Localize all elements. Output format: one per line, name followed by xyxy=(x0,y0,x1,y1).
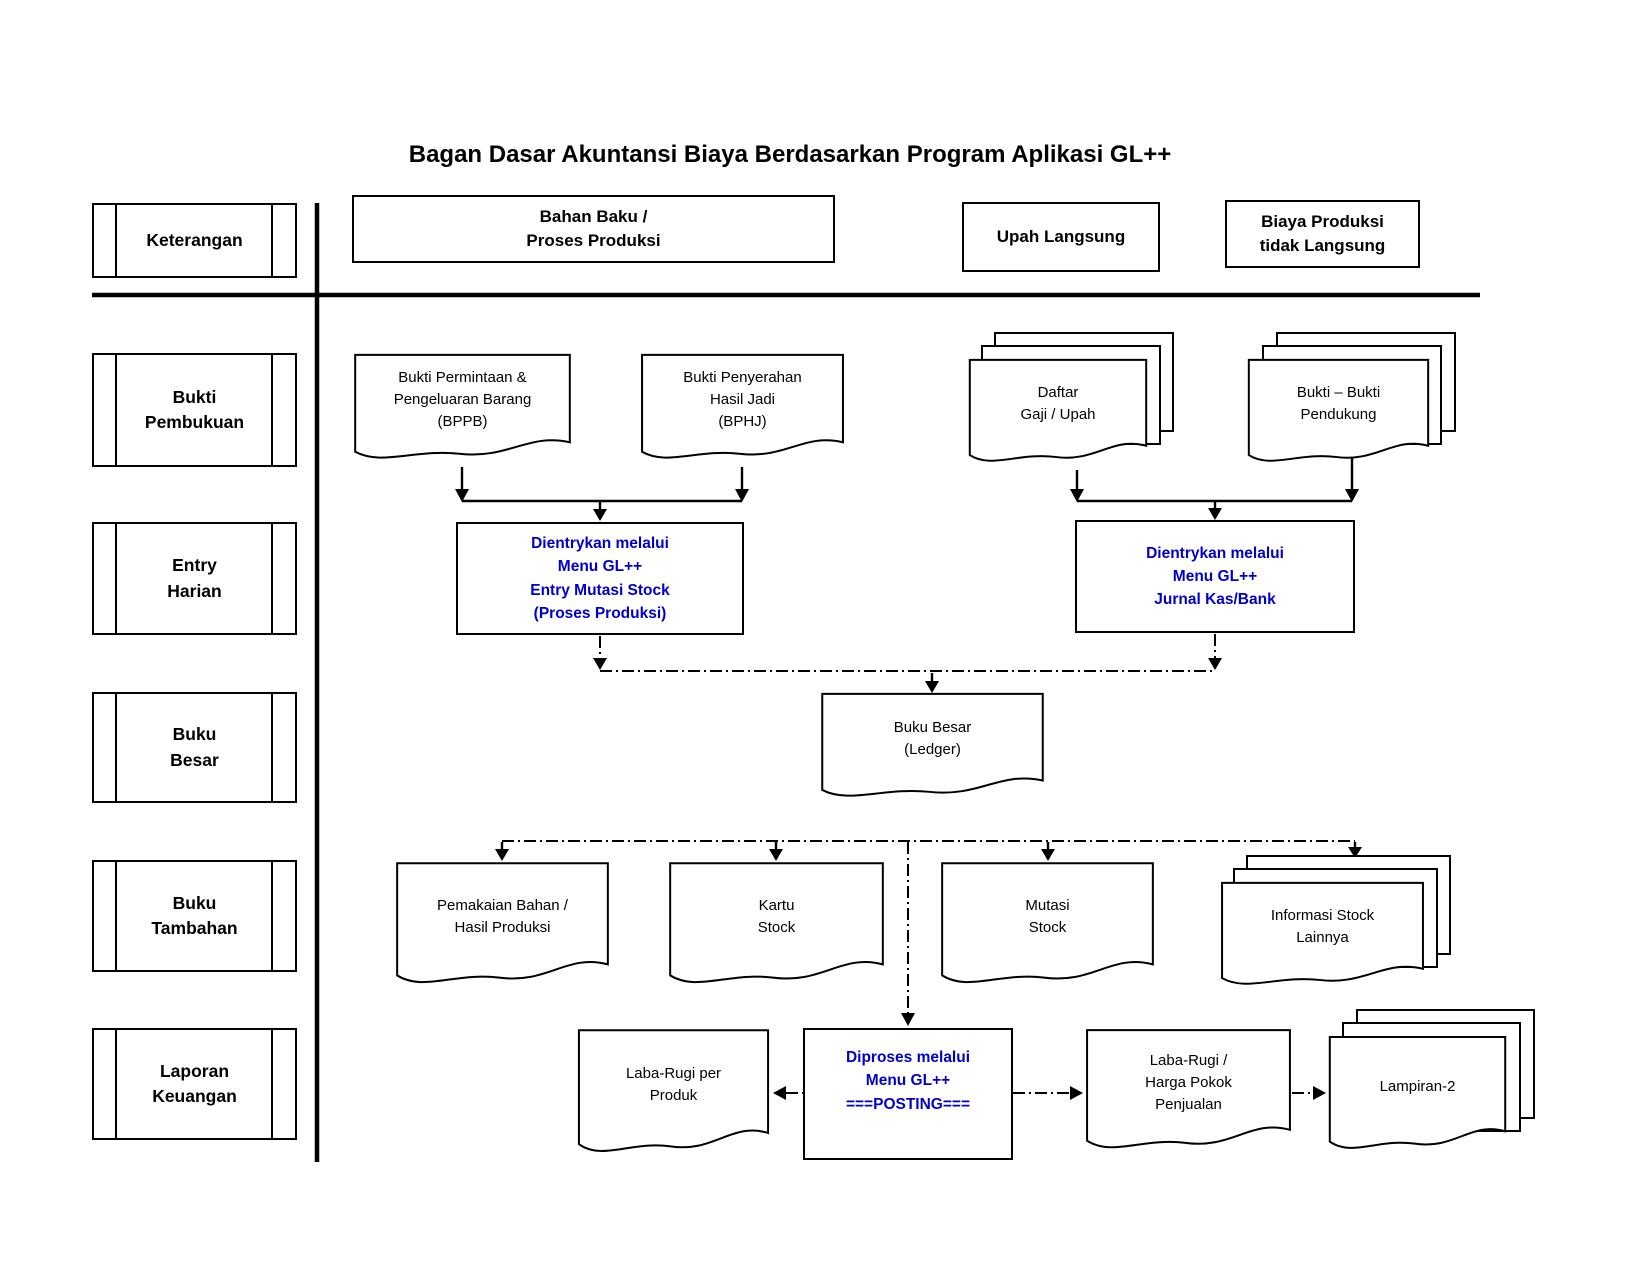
document-laba-rugi-hpp: Laba-Rugi / Harga Pokok Penjualan xyxy=(1085,1028,1292,1158)
sidebar-label: Entry Harian xyxy=(167,555,222,601)
sidebar-laporan-keuangan: Laporan Keuangan xyxy=(92,1028,297,1140)
document-shape xyxy=(1247,358,1430,470)
stack-bukti-pendukung: Bukti – Bukti Pendukung xyxy=(1247,332,1456,470)
document-shape xyxy=(820,692,1045,805)
stack-informasi-stock: Informasi Stock Lainnya xyxy=(1220,855,1451,993)
sidebar-label: Bukti Pembukuan xyxy=(144,386,245,432)
document-shape xyxy=(968,358,1148,470)
sidebar-buku-tambahan: Buku Tambahan xyxy=(92,860,297,972)
inner-rule-right xyxy=(271,1030,273,1138)
document-shape xyxy=(1328,1035,1507,1158)
document-laba-rugi-produk: Laba-Rugi per Produk xyxy=(577,1028,770,1162)
document-label: Bukti – Bukti Pendukung xyxy=(1296,384,1381,423)
inner-rule-left xyxy=(115,524,117,633)
header-upah-langsung: Upah Langsung xyxy=(962,202,1160,272)
document-label: Bukti Penyerahan Hasil Jadi (BPHJ) xyxy=(683,369,802,430)
inner-rule-left xyxy=(115,694,117,801)
sidebar-keterangan: Keterangan xyxy=(92,203,297,278)
diagram-title: Bagan Dasar Akuntansi Biaya Berdasarkan … xyxy=(408,141,1172,168)
document-shape xyxy=(395,861,610,993)
document-label: Lampiran-2 xyxy=(1379,1077,1456,1095)
inner-rule-right xyxy=(271,355,273,465)
document-daftar-gaji: Daftar Gaji / Upah xyxy=(968,358,1148,470)
sidebar-bukti-pembukuan: Bukti Pembukuan xyxy=(92,353,297,467)
document-bppb: Bukti Permintaan & Pengeluaran Barang (B… xyxy=(353,353,572,467)
header-biaya-produksi: Biaya Produksi tidak Langsung xyxy=(1225,200,1420,268)
document-kartu-stock: Kartu Stock xyxy=(668,861,885,993)
stack-daftar-gaji: Daftar Gaji / Upah xyxy=(968,332,1174,470)
document-shape xyxy=(1085,1028,1292,1158)
header-bahan-baku: Bahan Baku / Proses Produksi xyxy=(352,195,835,263)
inner-rule-left xyxy=(115,355,117,465)
inner-rule-left xyxy=(115,862,117,970)
process-posting: Diproses melalui Menu GL++ ===POSTING=== xyxy=(803,1028,1013,1160)
document-label: Laba-Rugi / Harga Pokok Penjualan xyxy=(1145,1052,1232,1113)
document-label: Bukti Permintaan & Pengeluaran Barang (B… xyxy=(393,369,532,430)
document-mutasi-stock: Mutasi Stock xyxy=(940,861,1155,993)
sidebar-entry-harian: Entry Harian xyxy=(92,522,297,635)
document-label: Daftar Gaji / Upah xyxy=(1020,384,1096,423)
sidebar-label: Keterangan xyxy=(146,229,243,250)
document-shape xyxy=(940,861,1155,993)
inner-rule-right xyxy=(271,524,273,633)
inner-rule-left xyxy=(115,205,117,276)
sidebar-label: Buku Tambahan xyxy=(151,892,238,938)
document-shape xyxy=(1220,881,1425,993)
sidebar-label: Laporan Keuangan xyxy=(152,1060,237,1106)
document-label: Laba-Rugi per Produk xyxy=(625,1065,722,1104)
document-label: Mutasi Stock xyxy=(1025,897,1070,936)
process-entry-mutasi-stock: Dientrykan melalui Menu GL++ Entry Mutas… xyxy=(456,522,744,635)
document-shape xyxy=(668,861,885,993)
inner-rule-right xyxy=(271,862,273,970)
document-label: Kartu Stock xyxy=(757,897,796,936)
document-lampiran: Lampiran-2 xyxy=(1328,1035,1507,1158)
document-shape xyxy=(640,353,845,467)
sidebar-label: Buku Besar xyxy=(170,724,219,770)
document-buku-besar: Buku Besar (Ledger) xyxy=(820,692,1045,805)
process-jurnal-kas-bank: Dientrykan melalui Menu GL++ Jurnal Kas/… xyxy=(1075,520,1355,633)
document-label: Buku Besar (Ledger) xyxy=(893,718,972,758)
document-shape xyxy=(577,1028,770,1162)
document-informasi-stock: Informasi Stock Lainnya xyxy=(1220,881,1425,993)
document-shape xyxy=(353,353,572,467)
arrowheads xyxy=(455,489,1362,1100)
document-bphj: Bukti Penyerahan Hasil Jadi (BPHJ) xyxy=(640,353,845,467)
inner-rule-right xyxy=(271,205,273,276)
document-pemakaian-bahan: Pemakaian Bahan / Hasil Produksi xyxy=(395,861,610,993)
inner-rule-left xyxy=(115,1030,117,1138)
inner-rule-right xyxy=(271,694,273,801)
document-label: Pemakaian Bahan / Hasil Produksi xyxy=(437,897,568,936)
document-bukti-pendukung: Bukti – Bukti Pendukung xyxy=(1247,358,1430,470)
stack-lampiran: Lampiran-2 xyxy=(1328,1009,1535,1158)
sidebar-buku-besar: Buku Besar xyxy=(92,692,297,803)
document-label: Informasi Stock Lainnya xyxy=(1270,907,1375,946)
